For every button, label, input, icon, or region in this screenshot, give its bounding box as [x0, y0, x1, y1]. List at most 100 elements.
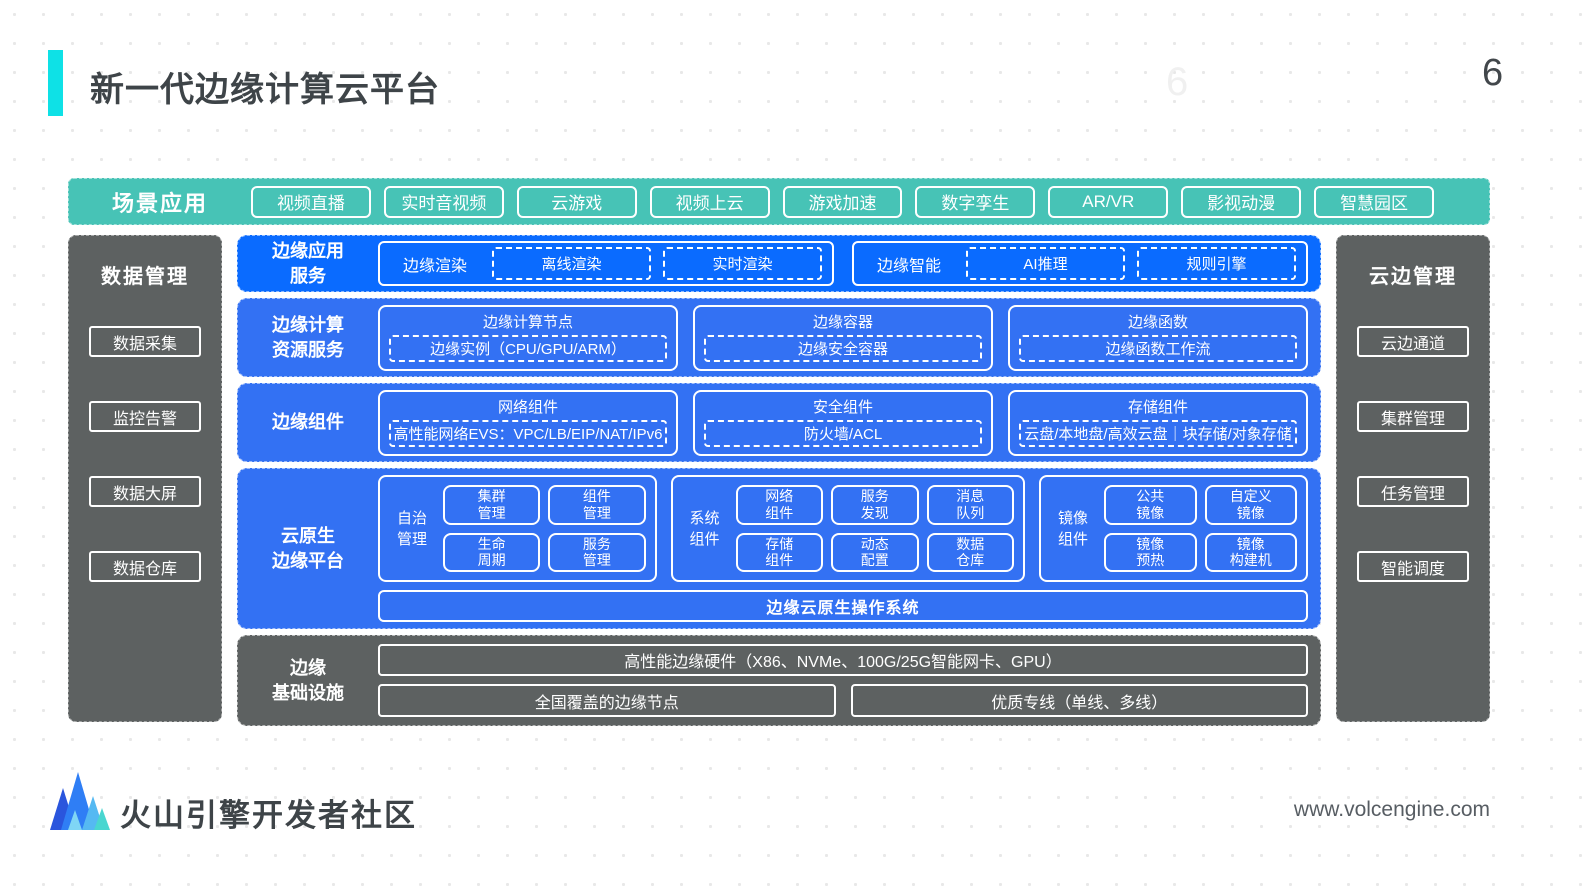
edge-container-group: 边缘容器 边缘安全容器: [693, 304, 993, 371]
scenario-item-game-acceleration: 游戏加速: [782, 185, 903, 218]
center-stack: 边缘应用 服务 边缘渲染 离线渲染 实时渲染 边缘智能 AI推理 规则引擎 边缘…: [237, 235, 1321, 726]
premium-lines-bar: 优质专线（单线、多线）: [850, 684, 1308, 717]
task-management-box: 任务管理: [1357, 476, 1469, 507]
realtime-rendering-box: 实时渲染: [663, 247, 822, 280]
scenario-item-rtc: 实时音视频: [383, 185, 504, 218]
image-prewarm-cell: 镜像 预热: [1104, 532, 1197, 573]
scenario-item-cloud-gaming: 云游戏: [516, 185, 637, 218]
scenario-item-video-to-cloud: 视频上云: [649, 185, 770, 218]
cloud-native-platform-row: 云原生 边缘平台 自治 管理 集群 管理 组件 管理 生命 周期 服务 管理: [237, 468, 1321, 629]
page-number: 6: [1482, 52, 1504, 94]
public-image-cell: 公共 镜像: [1104, 485, 1197, 525]
offline-rendering-box: 离线渲染: [492, 247, 651, 280]
page-title: 新一代边缘计算云平台: [90, 71, 440, 109]
security-component-group: 安全组件 防火墙/ACL: [693, 389, 993, 456]
edge-compute-node-title: 边缘计算节点: [482, 313, 573, 331]
data-management-panel: 数据管理 数据采集 监控告警 数据大屏 数据仓库: [68, 235, 222, 722]
edge-function-title: 边缘函数: [1127, 313, 1188, 331]
edge-app-services-label: 边缘应用 服务: [272, 241, 344, 286]
cloud-edge-management-title: 云边管理: [1369, 266, 1457, 288]
cloud-edge-channel-box: 云边通道: [1357, 326, 1469, 357]
edge-function-workflow-box: 边缘函数工作流: [1019, 334, 1297, 362]
cluster-mgmt-cell: 集群 管理: [443, 485, 541, 525]
service-discovery-cell: 服务 发现: [831, 485, 919, 525]
footer-url: www.volcengine.com: [1293, 798, 1490, 821]
edge-infrastructure-row: 边缘 基础设施 高性能边缘硬件（X86、NVMe、100G/25G智能网卡、GP…: [237, 635, 1321, 726]
edge-function-group: 边缘函数 边缘函数工作流: [1008, 304, 1308, 371]
scenario-bar-label: 场景应用: [111, 190, 208, 216]
edge-rendering-title: 边缘渲染: [402, 257, 467, 275]
component-mgmt-cell: 组件 管理: [548, 485, 646, 525]
volcengine-logo-icon: [48, 770, 112, 835]
scenario-item-film-animation: 影视动漫: [1181, 185, 1302, 218]
service-mgmt-cell: 服务 管理: [548, 532, 646, 573]
component-groups: 网络组件 高性能网络EVS：VPC/LB/EIP/NAT/IPv6 安全组件 防…: [378, 389, 1308, 456]
edge-intelligence-title: 边缘智能: [876, 257, 941, 275]
edge-infrastructure-label: 边缘 基础设施: [272, 658, 344, 703]
image-components-side-label: 镜像 组件: [1057, 509, 1088, 548]
network-component-group: 网络组件 高性能网络EVS：VPC/LB/EIP/NAT/IPv6: [378, 389, 678, 456]
cloud-native-platform-label: 云原生 边缘平台: [272, 526, 344, 571]
edge-app-services-row: 边缘应用 服务 边缘渲染 离线渲染 实时渲染 边缘智能 AI推理 规则引擎: [237, 235, 1321, 292]
edge-compute-node-group: 边缘计算节点 边缘实例（CPU/GPU/ARM）: [378, 304, 678, 371]
smart-scheduling-box: 智能调度: [1357, 551, 1469, 582]
data-collection-box: 数据采集: [89, 326, 201, 357]
image-builder-cell: 镜像 构建机: [1204, 532, 1297, 573]
lifecycle-cell: 生命 周期: [443, 532, 541, 573]
edge-compute-resources-label: 边缘计算 资源服务: [272, 315, 344, 360]
scenario-item-digital-twin: 数字孪生: [915, 185, 1036, 218]
edge-hardware-bar: 高性能边缘硬件（X86、NVMe、100G/25G智能网卡、GPU）: [378, 644, 1308, 676]
network-component-title: 网络组件: [497, 398, 558, 416]
cloud-native-content: 自治 管理 集群 管理 组件 管理 生命 周期 服务 管理 系统 组件: [378, 475, 1308, 622]
edge-intelligence-group: 边缘智能 AI推理 规则引擎: [852, 241, 1308, 286]
edge-compute-resources-row: 边缘计算 资源服务 边缘计算节点 边缘实例（CPU/GPU/ARM） 边缘容器 …: [237, 298, 1321, 377]
message-queue-cell: 消息 队列: [926, 485, 1014, 525]
scenario-item-smart-campus: 智慧园区: [1314, 185, 1435, 218]
edge-instance-box: 边缘实例（CPU/GPU/ARM）: [389, 334, 667, 362]
storage-cell: 存储 组件: [735, 532, 823, 573]
edge-components-row: 边缘组件 网络组件 高性能网络EVS：VPC/LB/EIP/NAT/IPv6 安…: [237, 383, 1321, 462]
infrastructure-content: 高性能边缘硬件（X86、NVMe、100G/25G智能网卡、GPU） 全国覆盖的…: [378, 642, 1308, 719]
scenario-applications-bar: 场景应用 视频直播 实时音视频 云游戏 视频上云 游戏加速 数字孪生 AR/VR…: [68, 178, 1490, 225]
data-warehouse-cell: 数据 仓库: [926, 532, 1014, 573]
data-management-title: 数据管理: [101, 266, 189, 288]
cloud-edge-management-panel: 云边管理 云边通道 集群管理 任务管理 智能调度: [1336, 235, 1490, 722]
data-dashboard-box: 数据大屏: [89, 476, 201, 507]
ai-inference-box: AI推理: [966, 247, 1125, 280]
edge-rendering-group: 边缘渲染 离线渲染 实时渲染: [378, 241, 834, 286]
scenario-item-live-video: 视频直播: [251, 185, 371, 218]
cluster-management-box: 集群管理: [1357, 401, 1469, 432]
cloud-native-groups: 自治 管理 集群 管理 组件 管理 生命 周期 服务 管理 系统 组件: [378, 475, 1308, 583]
storage-component-title: 存储组件: [1127, 398, 1188, 416]
image-components-group: 镜像 组件 公共 镜像 自定义 镜像 镜像 预热 镜像 构建机: [1039, 475, 1308, 583]
security-component-title: 安全组件: [812, 398, 873, 416]
infrastructure-bottom: 全国覆盖的边缘节点 优质专线（单线、多线）: [378, 684, 1308, 717]
autonomy-mgmt-side-label: 自治 管理: [396, 509, 427, 548]
network-cell: 网络 组件: [735, 485, 823, 525]
data-warehouse-box: 数据仓库: [89, 551, 201, 582]
architecture-diagram: 数据管理 数据采集 监控告警 数据大屏 数据仓库 边缘应用 服务 边缘渲染 离线…: [68, 235, 1490, 726]
autonomy-mgmt-grid: 集群 管理 组件 管理 生命 周期 服务 管理: [443, 485, 646, 573]
rule-engine-box: 规则引擎: [1137, 247, 1296, 280]
edge-components-label: 边缘组件: [272, 412, 344, 433]
national-edge-nodes-bar: 全国覆盖的边缘节点: [378, 684, 836, 717]
disk-storage-box: 云盘/本地盘/高效云盘｜块存储/对象存储: [1019, 419, 1297, 447]
edge-app-groups: 边缘渲染 离线渲染 实时渲染 边缘智能 AI推理 规则引擎: [378, 241, 1308, 286]
dynamic-config-cell: 动态 配置: [831, 532, 919, 573]
storage-component-group: 存储组件 云盘/本地盘/高效云盘｜块存储/对象存储: [1008, 389, 1308, 456]
footer-brand-text: 火山引擎开发者社区: [120, 798, 417, 833]
scenario-item-arvr: AR/VR: [1048, 185, 1169, 218]
edge-container-title: 边缘容器: [812, 313, 873, 331]
firewall-acl-box: 防火墙/ACL: [704, 419, 982, 447]
edge-cloud-native-os-bar: 边缘云原生操作系统: [378, 590, 1308, 622]
system-components-group: 系统 组件 网络 组件 服务 发现 消息 队列 存储 组件 动态 配置 数据 仓…: [670, 475, 1025, 583]
monitoring-alert-box: 监控告警: [89, 401, 201, 432]
evs-network-box: 高性能网络EVS：VPC/LB/EIP/NAT/IPv6: [389, 419, 667, 447]
edge-secure-container-box: 边缘安全容器: [704, 334, 982, 362]
image-components-grid: 公共 镜像 自定义 镜像 镜像 预热 镜像 构建机: [1104, 485, 1297, 573]
compute-groups: 边缘计算节点 边缘实例（CPU/GPU/ARM） 边缘容器 边缘安全容器 边缘函…: [378, 304, 1308, 371]
scenario-items: 视频直播 实时音视频 云游戏 视频上云 游戏加速 数字孪生 AR/VR 影视动漫…: [251, 185, 1489, 218]
page-number-ghost: 6: [1166, 60, 1189, 104]
title-accent-bar: [48, 50, 63, 116]
